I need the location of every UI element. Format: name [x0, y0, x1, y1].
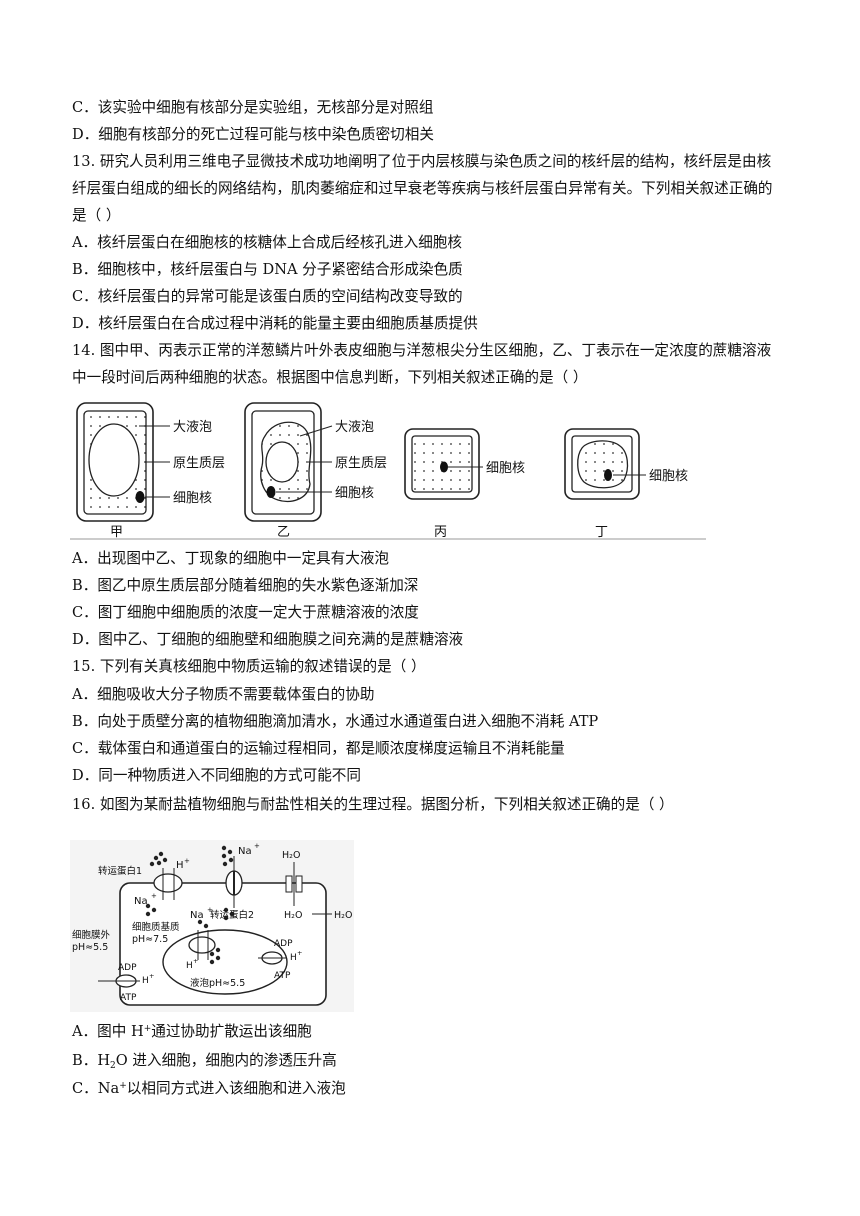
label-protoplast-jia: 原生质层: [173, 456, 225, 471]
caption-bing: 丙: [434, 525, 447, 540]
caption-jia: 甲: [110, 525, 123, 540]
plasmolysis-cells-figure: 大液泡 原生质层 细胞核 甲 大液泡 原生质层 细胞核 乙 细胞核 丙 细胞核 …: [70, 402, 706, 540]
adp-vacuole: ADP: [274, 939, 293, 949]
q13-stem-line2: 纤层蛋白组成的细长的网络结构，肌肉萎缩症和过早衰老等疾病与核纤层蛋白异常有关。下…: [72, 180, 773, 197]
svg-text:+: +: [149, 972, 154, 980]
label-carrier2: 转运蛋白2: [210, 909, 254, 921]
q14-option-c: C．图丁细胞中细胞质的浓度一定大于蔗糖溶液的浓度: [72, 604, 419, 621]
atp-vacuole: ATP: [274, 971, 291, 981]
label-vacuole-jia: 大液泡: [173, 420, 212, 435]
q14-stem-line2: 中一段时间后两种细胞的状态。根据图中信息判断，下列相关叙述正确的是（ ）: [72, 369, 588, 386]
label-outside-ph: pH≈5.5: [72, 942, 108, 953]
q16-option-c: C．Na+以相同方式进入该细胞和进入液泡: [72, 1080, 346, 1097]
svg-text:+: +: [193, 957, 198, 965]
q14-option-d: D．图中乙、丁细胞的细胞壁和细胞膜之间充满的是蔗糖溶液: [72, 631, 464, 648]
svg-text:+: +: [254, 842, 260, 850]
q13-option-b: B．细胞核中，核纤层蛋白与 DNA 分子紧密结合形成染色质: [72, 261, 463, 278]
q15-option-a: A．细胞吸收大分子物质不需要载体蛋白的协助: [72, 686, 375, 703]
q13-stem-line1: 13. 研究人员利用三维电子显微技术成功地阐明了位于内层核膜与染色质之间的核纤层…: [72, 153, 772, 170]
q15-option-c: C．载体蛋白和通道蛋白的运输过程相同，都是顺浓度梯度运输且不消耗能量: [72, 740, 565, 757]
label-matrix-ph: pH≈7.5: [132, 934, 168, 945]
q16-stem: 16. 如图为某耐盐植物细胞与耐盐性相关的生理过程。据图分析，下列相关叙述正确的…: [72, 796, 674, 813]
label-matrix: 细胞质基质: [132, 921, 180, 933]
svg-text:+: +: [184, 857, 190, 865]
adp-membrane: ADP: [118, 963, 137, 973]
water-outside: H₂O: [334, 910, 352, 921]
q15-option-d: D．同一种物质进入不同细胞的方式可能不同: [72, 767, 361, 784]
q15-stem: 15. 下列有关真核细胞中物质运输的叙述错误的是（ ）: [72, 658, 426, 675]
label-nucleus-ding: 细胞核: [649, 469, 688, 484]
q15-option-b: B．向处于质壁分离的植物细胞滴加清水，水通过水通道蛋白进入细胞不消耗 ATP: [72, 713, 599, 730]
svg-text:+: +: [151, 892, 157, 900]
h-ion-pump-membrane: H: [142, 976, 149, 986]
q13-stem-line3: 是（ ）: [72, 207, 121, 224]
na-ion-carrier1: Na: [134, 896, 148, 907]
svg-text:+: +: [207, 906, 213, 914]
q13-option-d: D．核纤层蛋白在合成过程中消耗的能量主要由细胞质基质提供: [72, 315, 478, 332]
label-nucleus-yi: 细胞核: [335, 486, 374, 501]
label-nucleus-jia: 细胞核: [173, 491, 212, 506]
cell-bing: 细胞核 丙: [404, 428, 525, 540]
q16-option-b: B．H2O 进入细胞，细胞内的渗透压升高: [72, 1052, 337, 1071]
label-vacuole-yi: 大液泡: [335, 420, 374, 435]
q13-option-c: C．核纤层蛋白的异常可能是该蛋白质的空间结构改变导致的: [72, 288, 463, 305]
q13-option-a: A．核纤层蛋白在细胞核的核糖体上合成后经核孔进入细胞核: [72, 234, 462, 251]
salt-tolerance-cell-figure: 转运蛋白1 H + Na + Na + H₂O H₂O H₂O 细胞膜外 pH≈…: [70, 840, 354, 1012]
q14-stem-line1: 14. 图中甲、丙表示正常的洋葱鳞片叶外表皮细胞与洋葱根尖分生区细胞，乙、丁表示…: [72, 342, 772, 359]
h-ion-vacuole: H: [186, 961, 193, 971]
label-carrier1: 转运蛋白1: [98, 865, 142, 877]
q12-option-d: D．细胞有核部分的死亡过程可能与核中染色质密切相关: [72, 126, 434, 143]
water-top: H₂O: [282, 850, 300, 861]
na-ion-top: Na: [238, 846, 252, 857]
q12-option-c: C．该实验中细胞有核部分是实验组，无核部分是对照组: [72, 99, 434, 116]
label-protoplast-yi: 原生质层: [335, 456, 387, 471]
na-ion-vacuole: Na: [190, 910, 204, 921]
q14-option-b: B．图乙中原生质层部分随着细胞的失水紫色逐渐加深: [72, 577, 419, 594]
h-ion-pump-vacuole: H: [290, 953, 297, 963]
q16-option-a: A．图中 H+通过协助扩散运出该细胞: [72, 1023, 312, 1040]
q14-option-a: A．出现图中乙、丁现象的细胞中一定具有大液泡: [72, 550, 390, 567]
atp-membrane: ATP: [120, 993, 137, 1003]
h-ion-carrier1: H: [176, 860, 184, 871]
label-outside: 细胞膜外: [72, 929, 111, 941]
label-nucleus-bing: 细胞核: [486, 461, 525, 476]
caption-ding: 丁: [595, 525, 608, 540]
svg-text:+: +: [297, 949, 302, 957]
cell-jia: 大液泡 原生质层 细胞核 甲: [76, 402, 225, 540]
label-vacuole-ph: 液泡pH≈5.5: [190, 977, 245, 989]
cell-ding: 细胞核 丁: [564, 428, 688, 540]
caption-yi: 乙: [277, 525, 290, 540]
cell-yi: 大液泡 原生质层 细胞核 乙: [244, 402, 387, 540]
water-inside: H₂O: [284, 910, 302, 921]
